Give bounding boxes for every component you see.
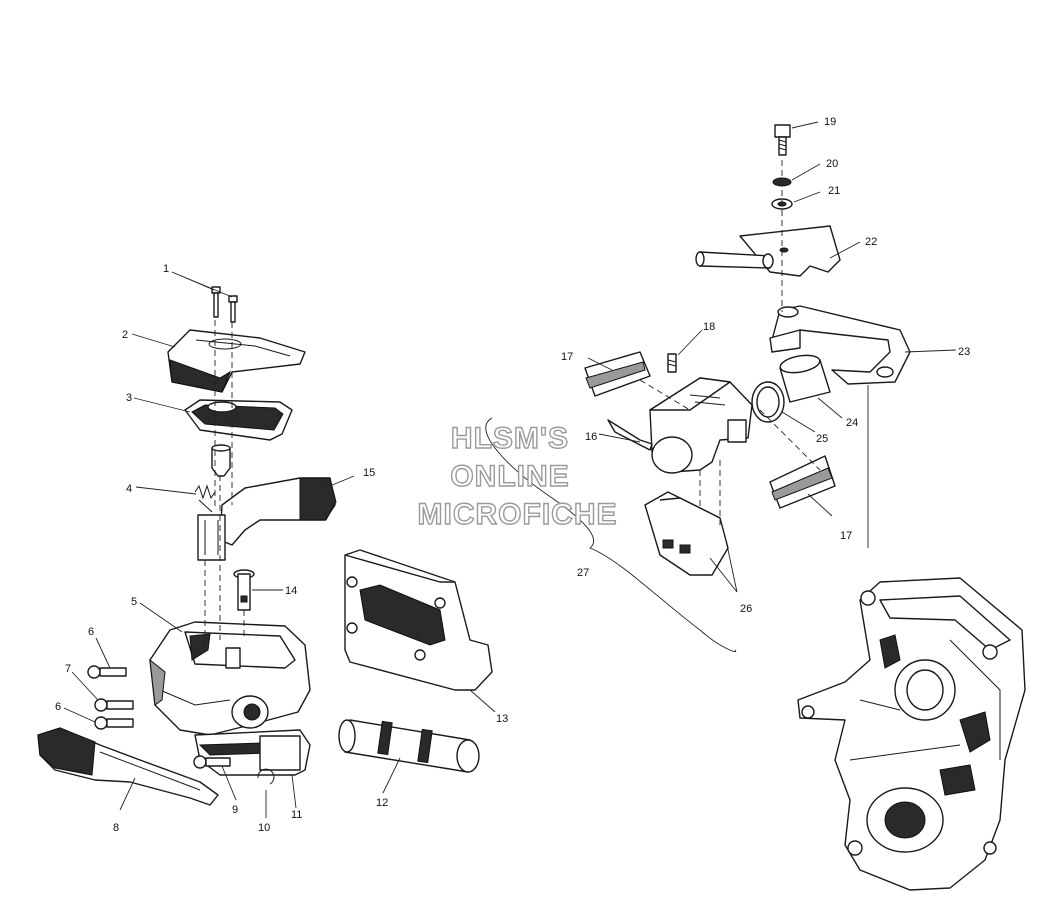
callout-19: 19 — [824, 116, 836, 128]
gasket-part-3 — [184, 399, 293, 441]
screw-part-7 — [94, 698, 134, 712]
pad-plate-part-26 — [644, 491, 729, 576]
piston-part-24 — [779, 354, 831, 403]
callout-7: 7 — [65, 663, 71, 675]
throttle-lever-part-15 — [197, 477, 337, 561]
callout-6a: 6 — [88, 626, 94, 638]
reservoir-cover-part-13 — [344, 549, 493, 691]
callout-18: 18 — [703, 321, 715, 333]
bolt-part-19 — [774, 124, 791, 156]
callout-17a: 17 — [561, 351, 573, 363]
brake-pad-part-17-left — [584, 351, 651, 397]
callout-14: 14 — [285, 585, 297, 597]
callout-24: 24 — [846, 417, 858, 429]
callout-27: 27 — [577, 567, 589, 579]
callout-10: 10 — [258, 822, 270, 834]
callout-6b: 6 — [55, 701, 61, 713]
callout-23: 23 — [958, 346, 970, 358]
brake-pad-part-17-right — [769, 455, 836, 509]
bracket-part-22 — [695, 225, 841, 277]
seal-part-25 — [751, 381, 785, 423]
callout-17b: 17 — [840, 530, 852, 542]
callout-13: 13 — [496, 713, 508, 725]
screw-part-6-bottom — [94, 716, 134, 730]
callout-8: 8 — [113, 822, 119, 834]
callout-20: 20 — [826, 158, 838, 170]
spring-part-4 — [194, 484, 216, 513]
lower-housing-part-11 — [194, 729, 311, 776]
watermark-line-2: ONLINE — [450, 460, 570, 493]
brake-lever-part-8 — [37, 727, 219, 806]
callout-2: 2 — [122, 329, 128, 341]
plunger-part — [211, 444, 231, 477]
screw-part-6-top — [87, 665, 127, 679]
screw-part-9 — [193, 755, 231, 769]
screw-pair-part-1 — [211, 286, 238, 323]
callout-26: 26 — [740, 603, 752, 615]
caliper-body-part-16 — [607, 377, 753, 474]
watermark-line-3: MICROFICHE — [417, 498, 618, 531]
callout-4: 4 — [126, 483, 132, 495]
callout-12: 12 — [376, 797, 388, 809]
cover-part-2 — [167, 329, 306, 393]
piston-part-12 — [338, 719, 480, 773]
callout-16: 16 — [585, 431, 597, 443]
callout-1: 1 — [163, 263, 169, 275]
hub-casting-part — [797, 577, 1026, 891]
pin-part-14 — [233, 569, 255, 611]
callout-21: 21 — [828, 185, 840, 197]
callout-11: 11 — [291, 809, 302, 821]
bleeder-part-18 — [667, 353, 677, 373]
callout-15: 15 — [363, 467, 375, 479]
caliper-frame-part-23 — [769, 305, 911, 385]
callout-25: 25 — [816, 433, 828, 445]
housing-part-5 — [149, 621, 311, 736]
callout-5: 5 — [131, 596, 137, 608]
callout-22: 22 — [865, 236, 877, 248]
clip-part-10 — [257, 768, 275, 785]
callout-3: 3 — [126, 392, 132, 404]
callout-9: 9 — [232, 804, 238, 816]
watermark-line-1: HLSM'S — [450, 422, 570, 455]
